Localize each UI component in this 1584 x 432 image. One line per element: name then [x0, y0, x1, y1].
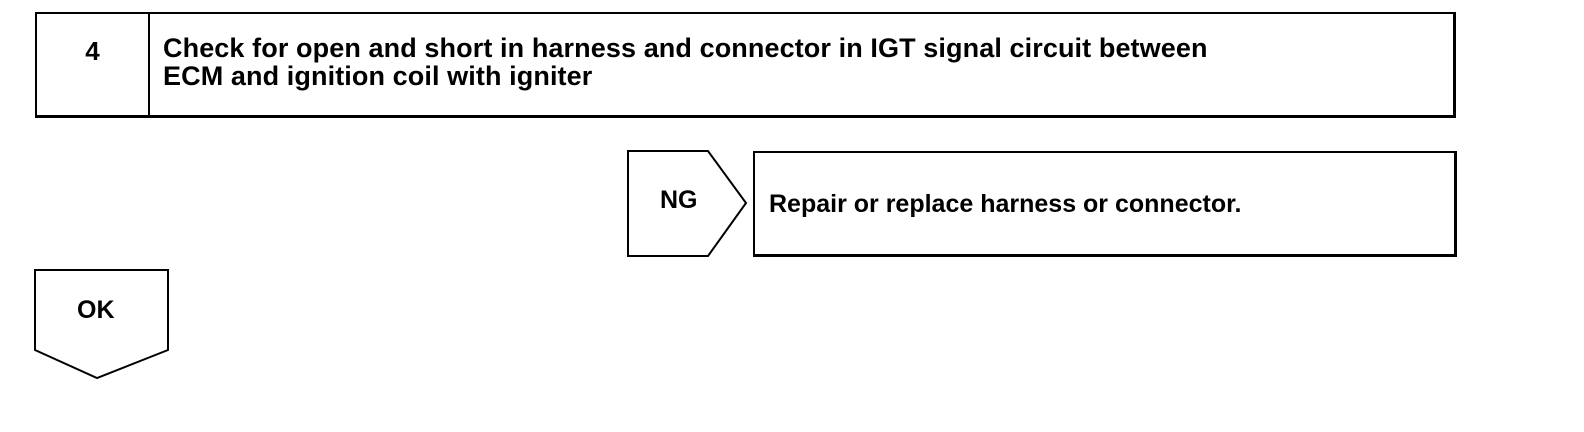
step-title-line-1: Check for open and short in harness and …	[163, 33, 1208, 63]
ok-label: OK	[77, 296, 115, 324]
ng-action-text: Repair or replace harness or connector.	[769, 190, 1242, 218]
step-box: 4 Check for open and short in harness an…	[35, 12, 1456, 118]
step-title-line-2: ECM and ignition coil with igniter	[163, 61, 593, 91]
ok-arrow-shape	[34, 269, 169, 380]
ng-arrow-shape	[627, 150, 748, 257]
ng-action-box: Repair or replace harness or connector.	[753, 151, 1457, 257]
ng-label: NG	[660, 186, 698, 214]
step-title: Check for open and short in harness and …	[163, 34, 1443, 90]
step-number: 4	[37, 14, 150, 115]
